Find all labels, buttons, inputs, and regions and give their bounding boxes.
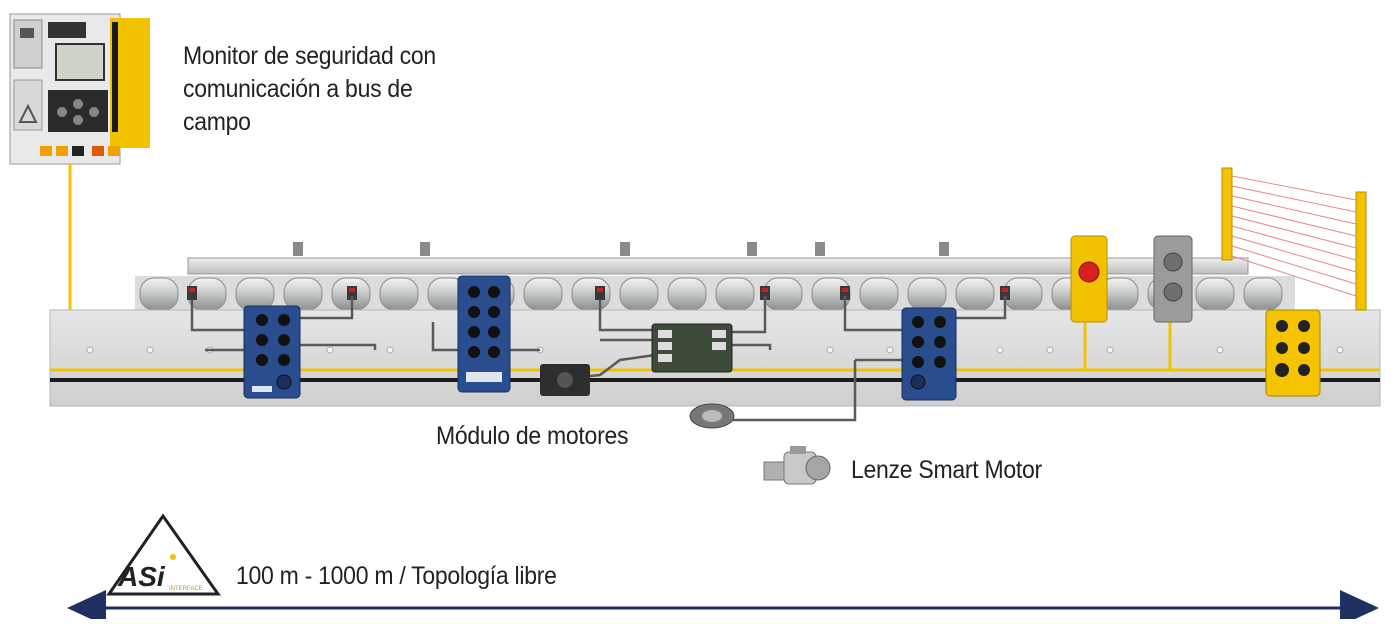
svg-text:ASi: ASi: [117, 561, 166, 592]
motor-module: [651, 323, 733, 373]
sensor-led: [189, 288, 195, 292]
svg-text:INTERFACE: INTERFACE: [169, 586, 203, 592]
sensor-cables: [190, 296, 1007, 422]
io-module-2: [457, 275, 511, 393]
motor-controller-unit: [540, 364, 590, 396]
light-beam: [1231, 195, 1357, 225]
safety-monitor-label: Monitor de seguridad con comunicación a …: [183, 42, 436, 136]
light-beam: [1231, 185, 1357, 213]
sensor: [747, 242, 757, 256]
sensor: [620, 242, 630, 256]
emergency-stop-box: [1070, 235, 1108, 323]
smart-motor-icon: [763, 446, 831, 485]
frame-bolt: [886, 346, 894, 354]
motor-module-label: Módulo de motores: [436, 422, 629, 450]
frame-bolt: [1106, 346, 1114, 354]
frame-bolt: [996, 346, 1004, 354]
roller: [1243, 277, 1283, 311]
roller: [907, 277, 947, 311]
roller: [523, 277, 563, 311]
frame-bolt: [326, 346, 334, 354]
roller: [955, 277, 995, 311]
roller: [667, 277, 707, 311]
roller: [283, 277, 323, 311]
sensor: [939, 242, 949, 256]
sensor-led: [762, 288, 768, 292]
sensor: [347, 286, 357, 300]
light-curtain: [1221, 167, 1367, 311]
frame-bolt: [86, 346, 94, 354]
safety-io-module: [1265, 309, 1321, 397]
roller: [1195, 277, 1235, 311]
sensor-led: [597, 288, 603, 292]
smart-motor-label: Lenze Smart Motor: [851, 456, 1042, 484]
light-beam: [1231, 255, 1357, 297]
sensor-led: [1002, 288, 1008, 292]
sensor-led: [349, 288, 355, 292]
sensor: [420, 242, 430, 256]
sensor: [595, 286, 605, 300]
light-beam: [1231, 225, 1357, 261]
roller: [619, 277, 659, 311]
roller: [859, 277, 899, 311]
safety-monitor-device: [9, 13, 150, 165]
conveyor-rollers: [135, 276, 1295, 312]
frame-bolts: [86, 346, 1344, 354]
light-beam: [1231, 215, 1357, 249]
sensor: [293, 242, 303, 256]
sensor: [815, 242, 825, 256]
photo-sensors: [187, 242, 1010, 300]
roller: [139, 277, 179, 311]
sensor: [187, 286, 197, 300]
light-beam: [1231, 245, 1357, 285]
asi-logo: ASi INTERFACE: [106, 513, 221, 596]
frame-bolt: [1046, 346, 1054, 354]
drive-roller: [689, 403, 735, 429]
sensor: [840, 286, 850, 300]
frame-bolt: [1336, 346, 1344, 354]
light-beam: [1231, 175, 1357, 201]
roller: [715, 277, 755, 311]
sensor: [760, 286, 770, 300]
frame-bolt: [386, 346, 394, 354]
pushbutton-box: [1153, 235, 1193, 323]
frame-bolt: [826, 346, 834, 354]
roller: [235, 277, 275, 311]
light-beam: [1231, 205, 1357, 237]
io-module-1: [243, 305, 301, 399]
light-beam: [1231, 235, 1357, 273]
topology-label: 100 m - 1000 m / Topología libre: [236, 562, 557, 590]
frame-bolt: [146, 346, 154, 354]
io-module-3: [901, 307, 957, 401]
sensor: [1000, 286, 1010, 300]
sensor-led: [842, 288, 848, 292]
roller: [379, 277, 419, 311]
frame-bolt: [1216, 346, 1224, 354]
